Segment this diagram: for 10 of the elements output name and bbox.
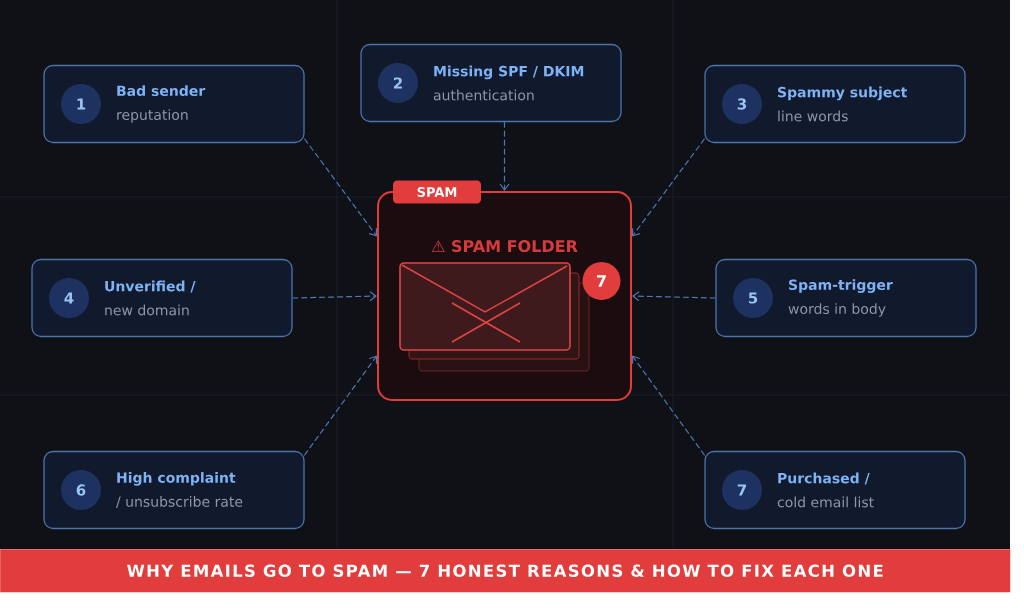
title-banner: WHY EMAILS GO TO SPAM — 7 HONEST REASONS & HOW TO FIX EACH ONE	[0, 549, 1011, 593]
dashed-arrow	[304, 138, 378, 237]
dashed-arrow	[292, 291, 377, 302]
dashed-arrow	[499, 121, 510, 191]
dashed-arrow	[304, 355, 378, 456]
dashed-arrow	[631, 138, 705, 237]
dashed-arrow	[631, 355, 705, 456]
spam-tab: SPAM	[393, 180, 481, 204]
count-badge: 7	[582, 262, 621, 300]
dashed-arrow	[632, 291, 716, 302]
